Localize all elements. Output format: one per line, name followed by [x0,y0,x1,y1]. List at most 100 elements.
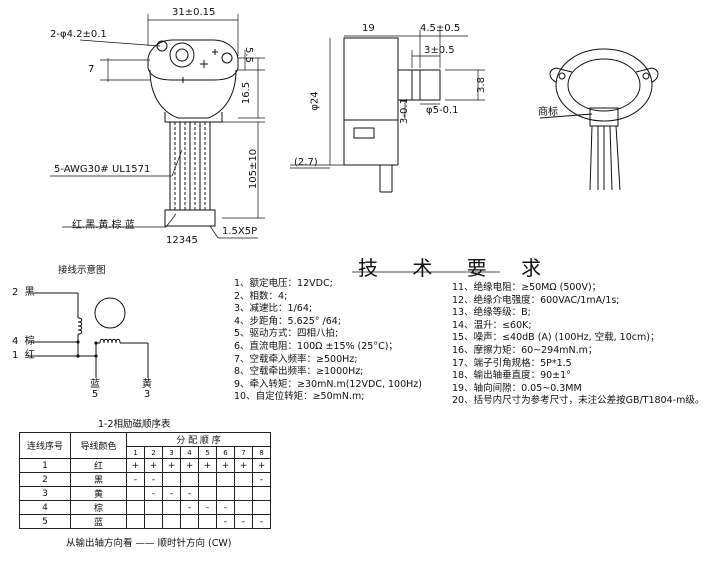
wire-pin-5: 蓝 5 [90,380,100,400]
side-view-outline [343,37,441,193]
tech-item: 20、括号内尺寸为参考尺寸，未注公差按GB/T1804-m级。 [452,395,705,407]
motor-3d-view [539,48,659,191]
wire-pin-num: 4 [12,336,19,347]
tech-item: 16、摩擦力矩：60~294mN.m； [452,344,598,356]
polarity-cell [126,486,145,501]
length-dimension: 105±10 [248,148,260,190]
polarity-cell: + [162,458,181,473]
wire-pin-num: 3 [143,389,151,400]
wire-pin-color: 黄 [142,379,152,390]
polarity-cell: - [234,514,253,529]
polarity-cell: - [198,500,217,515]
sequence-title: 1-2相励磁顺序表 [98,419,171,430]
polarity-cell: + [144,458,163,473]
polarity-cell [198,486,217,501]
polarity-cell: - [216,500,235,515]
wire-pin-color: 红 [24,350,35,361]
wire-pin-num: 5 [91,389,99,400]
row-color: 蓝 [70,514,127,529]
diameter-dimension: φ24 [309,91,321,111]
wire-pin-color: 蓝 [90,379,100,390]
row-seq: 2 [19,472,71,487]
step-header: 5 [198,446,217,459]
step-header: 1 [126,446,145,459]
polarity-cell [216,472,235,487]
polarity-cell: + [252,458,271,473]
tech-item: 13、绝缘等级：B; [452,307,531,319]
flat-dimension: 3-0.1 [398,98,410,124]
wire-pin-color: 棕 [24,336,35,347]
tech-item: 5、驱动方式：四相八拍; [234,328,339,340]
polarity-cell [216,486,235,501]
tech-item: 2、相数：4; [234,290,288,302]
step-header: 8 [252,446,271,459]
polarity-cell [234,486,253,501]
width-dimension: 31±0.15 [172,7,216,18]
polarity-cell [162,514,181,529]
polarity-cell: - [252,472,271,487]
polarity-cell [252,486,271,501]
step-header: 2 [144,446,163,459]
row-color: 黑 [70,472,127,487]
tech-item: 3、减速比：1/64; [234,303,313,315]
col-color-header: 导线颜色 [70,432,127,459]
hole-dimension: 2-φ4.2±0.1 [50,29,107,40]
wire-spec: 5-AWG30# UL1571 [54,164,151,175]
polarity-cell: + [198,458,217,473]
polarity-cell [144,500,163,515]
polarity-cell [234,500,253,515]
tech-item: 15、噪声：≤40dB (A) (100Hz, 空载, 10cm)； [452,332,660,344]
front-view-dimensions [50,14,265,239]
shaft-length-dimension: 4.5±0.5 [420,23,461,34]
wiring-diagram [28,292,149,378]
offset-dimension: (2.7) [294,157,318,168]
row-color: 黄 [70,486,127,501]
polarity-cell: + [126,458,145,473]
dimension-5-5: 5.5 [242,47,254,63]
shaft-diameter-dimension: φ5-0.1 [426,105,459,116]
polarity-cell: - [180,486,199,501]
row-color: 棕 [70,500,127,515]
col-seq-header: 连线序号 [19,432,71,459]
polarity-cell [198,472,217,487]
tech-item: 19、轴向间隙：0.05~0.3MM [452,382,582,394]
table-footer: 从输出轴方向看 —— 顺时针方向 (CW) [66,538,232,549]
polarity-cell [198,514,217,529]
polarity-cell: + [216,458,235,473]
row-color: 红 [70,458,127,473]
col-dist-header: 分 配 顺 序 [126,432,271,447]
polarity-cell [252,500,271,515]
step-header: 7 [234,446,253,459]
row-seq: 3 [19,486,71,501]
tech-list-left: 1、额定电压：12VDC;2、相数：4;3、减速比：1/64;4、步距角：5.6… [234,278,422,404]
polarity-cell: + [180,458,199,473]
wire-pin-num: 2 [12,287,19,298]
tech-item: 18、输出轴垂直度：90±1° [452,370,571,382]
step-header: 6 [216,446,235,459]
polarity-cell: - [144,486,163,501]
polarity-cell [180,472,199,487]
tech-item: 7、空载牵入频率：≥500Hz; [234,353,358,365]
trademark-label: 商标 [538,107,558,118]
wire-pin-3: 黄 3 [142,380,152,400]
polarity-cell [126,500,145,515]
front-view-outline [147,39,239,227]
wire-pin-2: 2 黑 [12,288,35,298]
tech-item: 14、温升：≤60K; [452,319,532,331]
polarity-cell [144,514,163,529]
wire-pin-1: 1 红 [12,351,35,361]
height-dimension: 7 [88,64,95,75]
polarity-cell: - [144,472,163,487]
polarity-cell: + [234,458,253,473]
pin-numbers: 12345 [166,235,198,246]
polarity-cell [162,500,181,515]
polarity-cell: - [180,500,199,515]
shaft-step-dimension: 3±0.5 [424,45,455,56]
step-header: 3 [162,446,181,459]
tech-title: 技 术 要 求 [358,256,556,280]
